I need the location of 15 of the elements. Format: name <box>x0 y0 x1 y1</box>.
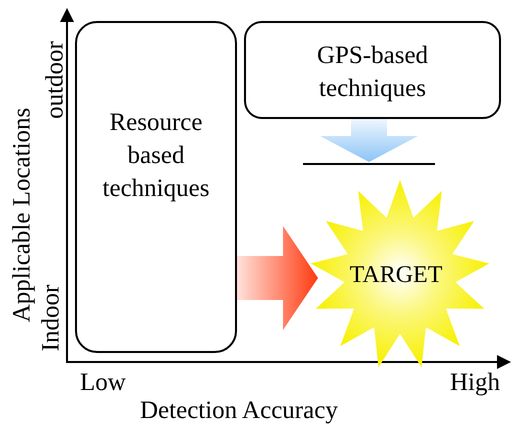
rounded-box <box>244 21 501 119</box>
axis-label: Low <box>80 370 126 395</box>
axis-title: Detection Accuracy <box>140 398 338 423</box>
block-arrow <box>237 226 318 330</box>
bar-line <box>303 163 435 165</box>
axis-title: Applicable Locations <box>10 108 34 322</box>
block-arrow <box>320 119 418 162</box>
axis-label: outdoor <box>42 41 68 119</box>
rounded-box <box>75 21 237 353</box>
axis-label: Indoor <box>38 284 64 352</box>
axis-label: High <box>450 370 500 395</box>
node-text: Resource based techniques <box>102 108 210 204</box>
starburst <box>310 180 490 370</box>
node-text: GPS-based techniques <box>316 41 430 104</box>
node-text: TARGET <box>350 261 444 290</box>
